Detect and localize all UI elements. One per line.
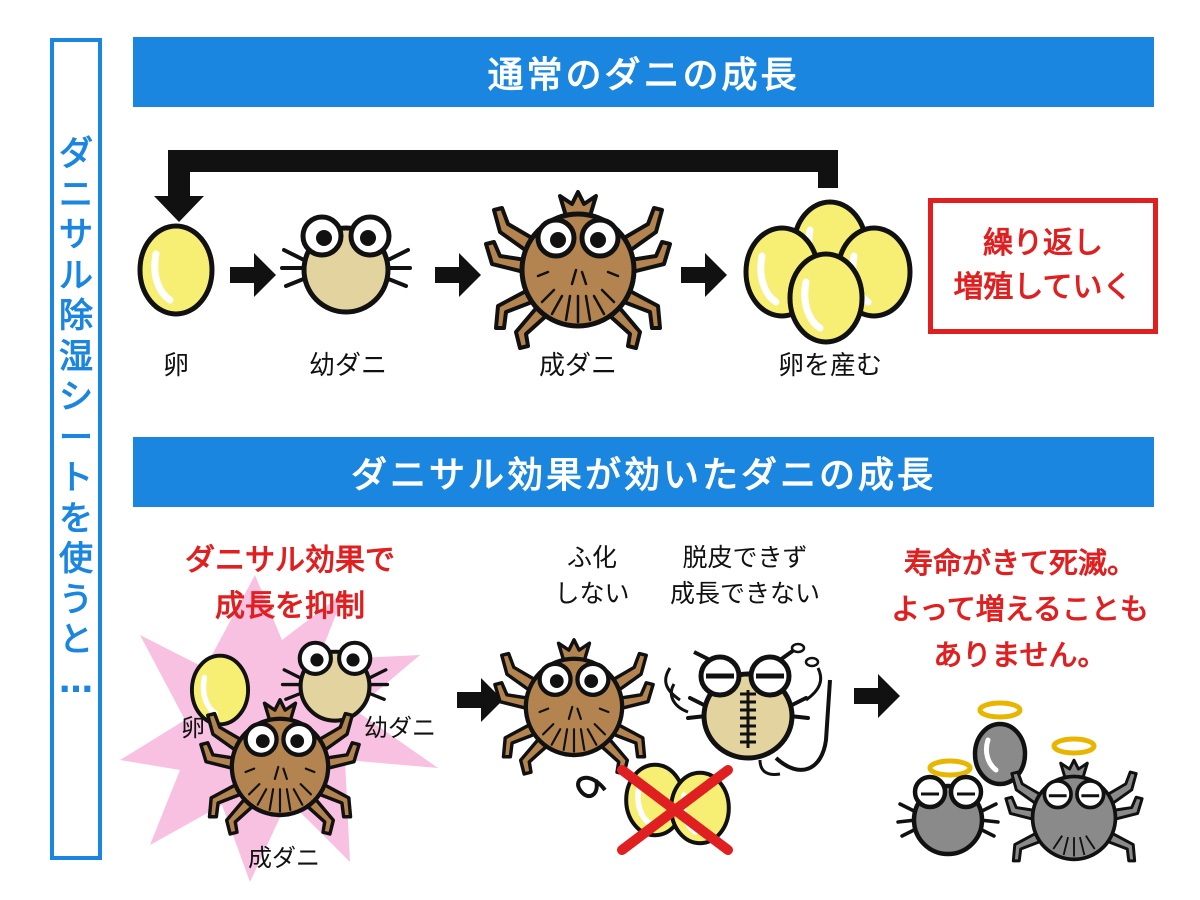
side-title-char: ダ bbox=[59, 134, 93, 174]
effect-title: ダニサル効果で 成長を抑制 bbox=[140, 538, 440, 630]
sweat-drop-icon bbox=[790, 642, 806, 654]
burst-adult-label: 成ダニ bbox=[248, 844, 320, 872]
right-arrow-icon bbox=[230, 253, 276, 297]
repeat-line-2: 増殖していく bbox=[953, 270, 1133, 305]
egg-icon bbox=[140, 226, 212, 314]
no-molt-note: 脱皮できず 成長できない bbox=[650, 540, 840, 612]
halo-icon bbox=[930, 761, 970, 775]
side-title-char: ル bbox=[59, 255, 93, 296]
struggling-larva-icon bbox=[664, 642, 832, 776]
effect-title-line-1: ダニサル効果で bbox=[185, 543, 395, 578]
side-title-char: う bbox=[59, 579, 93, 620]
side-title-char: サ bbox=[59, 215, 93, 255]
side-title-char: ト bbox=[59, 458, 93, 498]
egg-cluster-icon bbox=[746, 202, 910, 342]
adult-mite-icon bbox=[486, 192, 670, 348]
cross-mark-icon bbox=[617, 765, 733, 855]
adult-mite-icon bbox=[495, 640, 653, 774]
no-hatch-line-1: ふ化 bbox=[566, 543, 617, 572]
no-hatch-line-2: しない bbox=[554, 579, 630, 608]
no-molt-line-2: 成長できない bbox=[669, 579, 820, 608]
burst-larva-label: 幼ダニ bbox=[364, 714, 436, 742]
crossed-eggs bbox=[617, 765, 733, 855]
normal-growth-banner: 通常のダニの成長 bbox=[133, 37, 1154, 107]
repeat-growth-box: 繰り返し 増殖していく bbox=[928, 198, 1158, 334]
result-line-3: ありません。 bbox=[933, 638, 1107, 672]
right-arrow-icon bbox=[854, 674, 900, 718]
egg-label: 卵 bbox=[162, 351, 189, 381]
squiggle-line bbox=[576, 776, 607, 799]
loop-arrow-icon bbox=[154, 150, 838, 222]
side-title-box: ダニサル除湿シートを使うと… bbox=[50, 38, 102, 860]
right-arrow-icon bbox=[681, 253, 727, 297]
repeat-line-1: 繰り返し bbox=[983, 226, 1103, 261]
larva-label: 幼ダニ bbox=[308, 351, 387, 381]
side-title-char: 除 bbox=[59, 296, 93, 336]
dead-adult-icon bbox=[1004, 758, 1144, 863]
side-title-char: … bbox=[59, 660, 93, 701]
result-text: 寿命がきて死滅。 よって増えることも ありません。 bbox=[860, 540, 1180, 678]
side-title-char: と bbox=[59, 620, 93, 660]
side-title-char: 使 bbox=[59, 539, 93, 579]
burst-egg-label: 卵 bbox=[181, 714, 205, 742]
effect-title-line-2: 成長を抑制 bbox=[215, 589, 365, 624]
sweat-drop-icon bbox=[804, 656, 820, 668]
halo-icon bbox=[980, 703, 1020, 717]
side-title-char: ー bbox=[59, 417, 93, 458]
halo-icon bbox=[1054, 739, 1094, 753]
lay-eggs-label: 卵を産む bbox=[777, 351, 882, 381]
dead-larva-icon bbox=[898, 777, 998, 854]
result-line-2: よって増えることも bbox=[891, 592, 1149, 626]
danisaru-effect-banner: ダニサル効果が効いたダニの成長 bbox=[133, 437, 1154, 507]
side-title-char: 湿 bbox=[59, 336, 93, 377]
side-title-char: を bbox=[59, 498, 93, 539]
side-title-char: シ bbox=[59, 377, 93, 417]
adult-label: 成ダニ bbox=[538, 351, 617, 381]
result-line-1: 寿命がきて死滅。 bbox=[903, 546, 1136, 580]
right-arrow-icon bbox=[435, 253, 481, 297]
larva-mite-icon bbox=[282, 217, 410, 312]
no-molt-line-1: 脱皮できず bbox=[682, 543, 808, 572]
no-hatch-note: ふ化 しない bbox=[532, 540, 652, 612]
side-title-char: ニ bbox=[59, 174, 93, 215]
